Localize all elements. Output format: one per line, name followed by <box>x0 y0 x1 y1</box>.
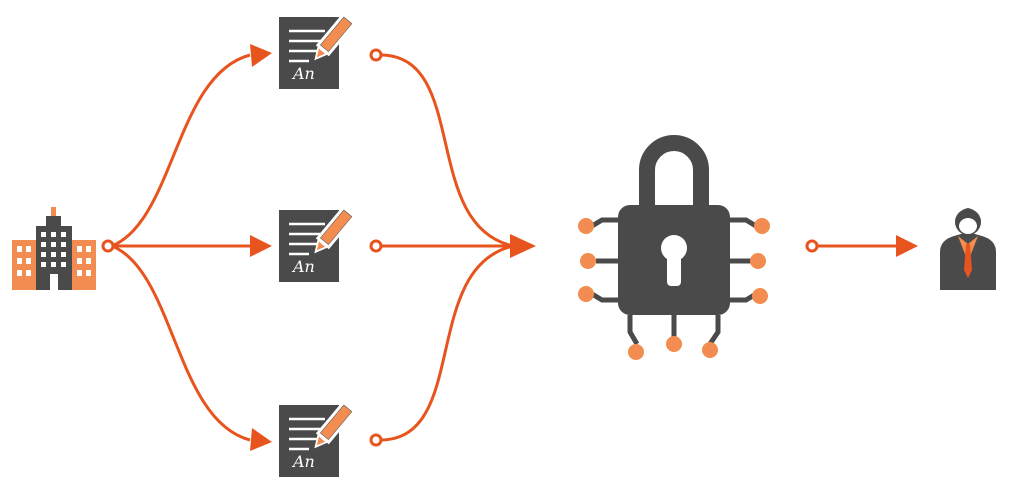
arrowhead-document-middle <box>250 235 272 257</box>
start-point-secure-chip <box>805 239 819 253</box>
document-bottom: An <box>277 401 356 479</box>
document-middle-signature: An <box>291 257 315 276</box>
arrowhead-secure-chip <box>510 234 536 258</box>
start-point-company <box>101 239 115 253</box>
document-bottom-signature: An <box>291 452 315 471</box>
office-building-icon <box>12 207 96 290</box>
document-top-signature: An <box>291 64 315 83</box>
businessman-icon <box>940 208 996 290</box>
signed-document-icon <box>277 206 356 284</box>
padlock-chip-icon <box>578 135 770 360</box>
arrowhead-document-top <box>250 44 272 67</box>
start-point-document-middle <box>369 239 383 253</box>
edge-document-bottom-to-secure-chip <box>379 244 514 442</box>
start-point-document-top <box>369 48 383 62</box>
arrowhead-document-bottom <box>250 428 272 451</box>
edge-document-top-to-secure-chip <box>379 53 514 248</box>
signed-document-icon <box>277 13 356 91</box>
signed-document-icon <box>277 401 356 479</box>
connectors <box>111 53 898 442</box>
document-middle: An <box>277 206 356 284</box>
connector-start-points <box>101 48 819 447</box>
arrowheads <box>250 44 918 451</box>
arrowhead-user <box>896 235 918 257</box>
edge-company-to-document-top <box>111 53 251 248</box>
document-top: An <box>277 13 356 91</box>
start-point-document-bottom <box>369 433 383 447</box>
edge-company-to-document-bottom <box>111 244 251 442</box>
